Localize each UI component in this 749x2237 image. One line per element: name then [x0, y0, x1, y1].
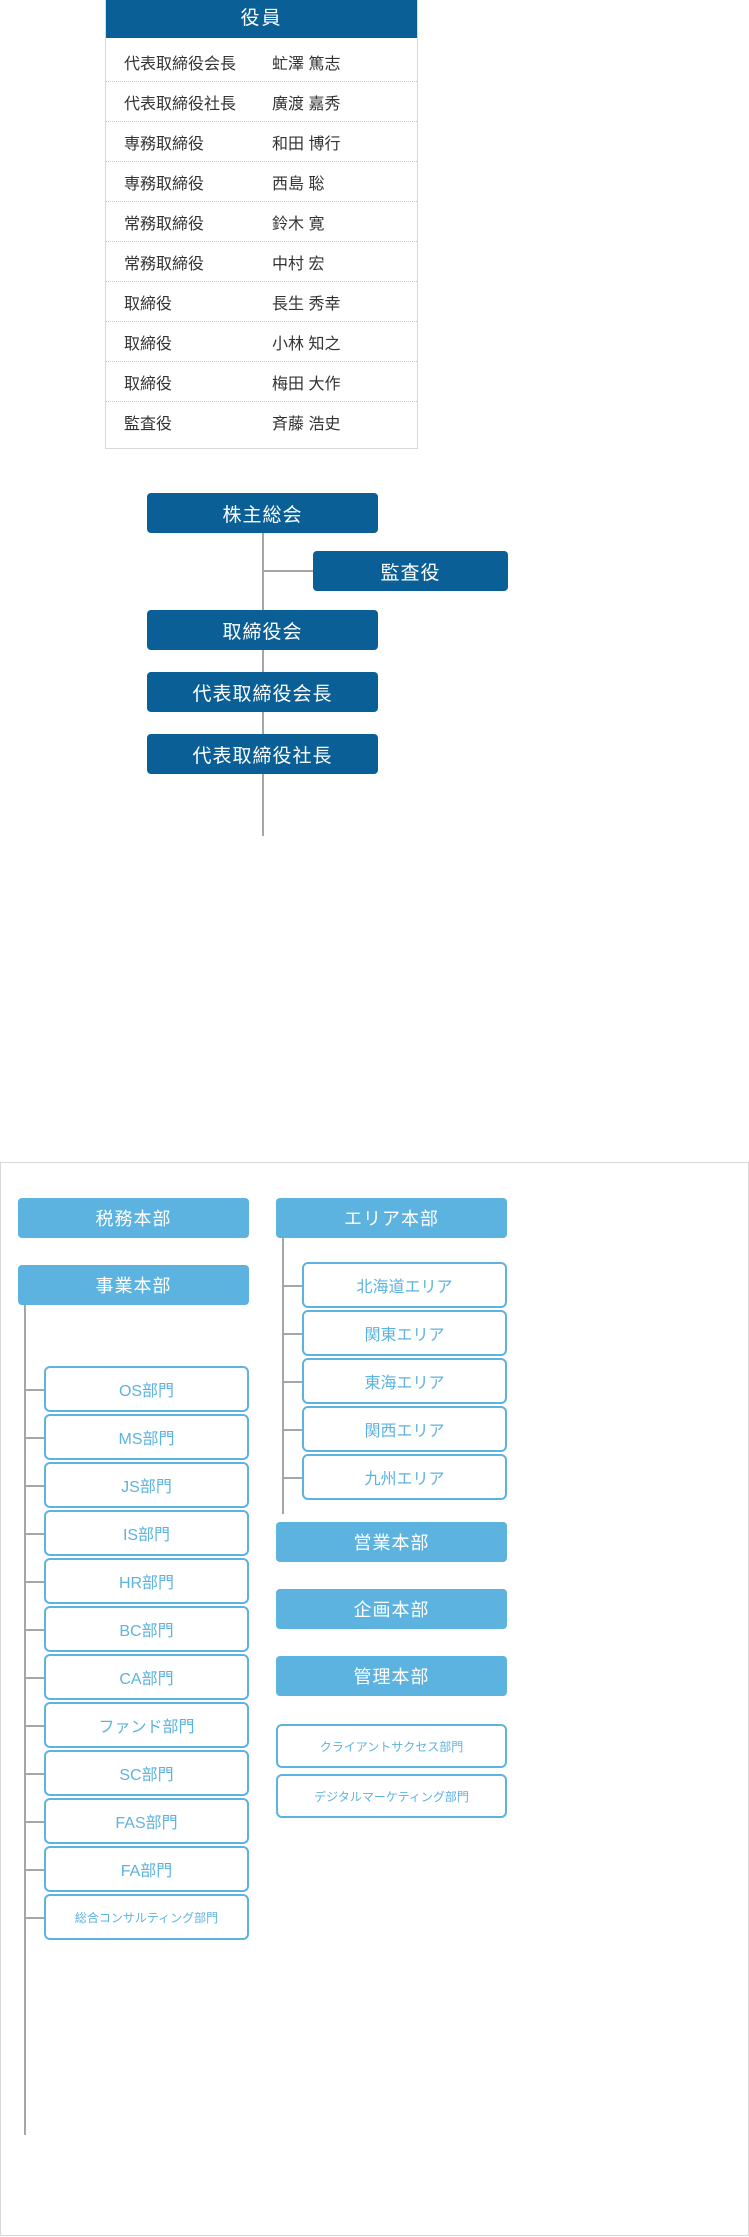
table-row: 取締役 梅田 大作 — [106, 362, 417, 402]
officer-name: 鈴木 寛 — [272, 215, 325, 233]
table-row: 監査役 斉藤 浩史 — [106, 402, 417, 442]
connector-business-branch — [24, 1629, 44, 1631]
node-chairman: 代表取締役会長 — [147, 672, 378, 712]
officer-name: 斉藤 浩史 — [272, 416, 341, 433]
node-auditor: 監査役 — [313, 551, 508, 591]
node-president: 代表取締役社長 — [147, 734, 378, 774]
area-box: 関西エリア — [302, 1406, 507, 1452]
connector-business-branch — [24, 1773, 44, 1775]
officer-title: 常務取締役 — [124, 215, 205, 233]
node-admin-hq: 管理本部 — [276, 1656, 507, 1696]
connector-area-branch — [282, 1381, 302, 1383]
dept-box: MS部門 — [44, 1414, 249, 1460]
table-row: 常務取締役 鈴木 寛 — [106, 202, 417, 242]
officer-name: 小林 知之 — [272, 335, 341, 353]
dept-box: BC部門 — [44, 1606, 249, 1652]
dept-box: ファンド部門 — [44, 1702, 249, 1748]
table-row: 取締役 小林 知之 — [106, 322, 417, 362]
dept-box: IS部門 — [44, 1510, 249, 1556]
dept-box: CA部門 — [44, 1654, 249, 1700]
connector-business-branch — [24, 1725, 44, 1727]
node-tax-hq: 税務本部 — [18, 1198, 249, 1238]
node-board-of-directors: 取締役会 — [147, 610, 378, 650]
admin-dept-box: クライアントサクセス部門 — [276, 1724, 507, 1768]
node-area-hq: エリア本部 — [276, 1198, 507, 1238]
officer-name: 虻澤 篤志 — [272, 55, 341, 73]
table-row: 代表取締役会長 虻澤 篤志 — [106, 42, 417, 82]
connector-area-branch — [282, 1477, 302, 1479]
dept-box: HR部門 — [44, 1558, 249, 1604]
officer-name: 中村 宏 — [272, 255, 325, 273]
officer-title: 専務取締役 — [124, 135, 205, 153]
connector-business-branch — [24, 1821, 44, 1823]
connector-business-branch — [24, 1677, 44, 1679]
node-sales-hq: 営業本部 — [276, 1522, 507, 1562]
connector-area-branch — [282, 1333, 302, 1335]
dept-box: JS部門 — [44, 1462, 249, 1508]
officer-title: 取締役 — [124, 295, 173, 313]
area-box: 関東エリア — [302, 1310, 507, 1356]
connector-business-branch — [24, 1917, 44, 1919]
connector-business-branch — [24, 1533, 44, 1535]
dept-box: FA部門 — [44, 1846, 249, 1892]
node-shareholders-meeting: 株主総会 — [147, 493, 378, 533]
officer-title: 代表取締役社長 — [124, 95, 237, 113]
node-business-hq: 事業本部 — [18, 1265, 249, 1305]
officer-name: 和田 博行 — [272, 135, 341, 153]
table-row: 代表取締役社長 廣渡 嘉秀 — [106, 82, 417, 122]
officer-title: 専務取締役 — [124, 175, 205, 193]
connector-board-to-chairman — [262, 650, 264, 672]
officer-title: 代表取締役会長 — [124, 55, 237, 73]
officer-title: 取締役 — [124, 335, 173, 353]
area-box: 北海道エリア — [302, 1262, 507, 1308]
table-row: 専務取締役 西島 聡 — [106, 162, 417, 202]
officers-table-header: 役員 — [106, 0, 417, 38]
node-planning-hq: 企画本部 — [276, 1589, 507, 1629]
dept-box: FAS部門 — [44, 1798, 249, 1844]
area-box: 東海エリア — [302, 1358, 507, 1404]
connector-business-branch — [24, 1869, 44, 1871]
officer-name: 梅田 大作 — [272, 375, 341, 393]
connector-business-branch — [24, 1389, 44, 1391]
connector-board-to-auditor — [262, 570, 313, 572]
table-row: 取締役 長生 秀幸 — [106, 282, 417, 322]
officer-name: 廣渡 嘉秀 — [272, 95, 341, 113]
table-row: 常務取締役 中村 宏 — [106, 242, 417, 282]
officer-title: 監査役 — [124, 416, 173, 433]
officer-name: 西島 聡 — [272, 175, 325, 193]
dept-box: SC部門 — [44, 1750, 249, 1796]
dept-box: OS部門 — [44, 1366, 249, 1412]
officer-title: 取締役 — [124, 375, 173, 393]
connector-area-branch — [282, 1429, 302, 1431]
connector-area-spine — [282, 1238, 284, 1514]
officers-table: 役員 代表取締役会長 虻澤 篤志 代表取締役社長 廣渡 嘉秀 専務取締役 和田 … — [105, 0, 418, 449]
connector-business-branch — [24, 1437, 44, 1439]
admin-dept-box: デジタルマーケティング部門 — [276, 1774, 507, 1818]
officer-title: 常務取締役 — [124, 255, 205, 273]
officers-table-body: 代表取締役会長 虻澤 篤志 代表取締役社長 廣渡 嘉秀 専務取締役 和田 博行 … — [106, 38, 417, 448]
connector-president-to-divisions — [262, 774, 264, 836]
area-box: 九州エリア — [302, 1454, 507, 1500]
connector-area-branch — [282, 1285, 302, 1287]
connector-chairman-to-president — [262, 712, 264, 734]
dept-box: 総合コンサルティング部門 — [44, 1894, 249, 1940]
connector-business-branch — [24, 1485, 44, 1487]
connector-business-branch — [24, 1581, 44, 1583]
officer-name: 長生 秀幸 — [272, 295, 341, 313]
table-row: 専務取締役 和田 博行 — [106, 122, 417, 162]
connector-business-spine — [24, 1305, 26, 2135]
